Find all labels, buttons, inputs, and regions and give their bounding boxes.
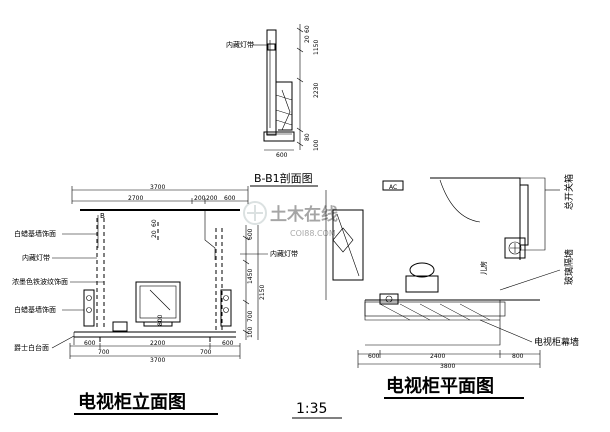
plan-label-2: 玻璃隔墙 [563, 249, 575, 285]
elevation-drawing: 3700 2700 200 200 600 B 600 2200 600 70 [12, 184, 298, 364]
watermark: 土木在线 COI88.COM [243, 201, 338, 238]
plan-room-label: 儿房 [479, 261, 488, 275]
elev-dim-top-2: 200 [194, 195, 206, 202]
plan-label-3: 电视柜幕墙 [534, 336, 579, 348]
elev-dim-bottom-total: 3700 [150, 357, 165, 364]
elev-label-right: 内藏灯带 [270, 249, 298, 258]
section-light-label: 内藏灯带 [226, 40, 254, 49]
section-dim-2: 20 [304, 35, 311, 43]
section-drawing: 内藏灯带 60 20 1150 2230 80 100 600 [226, 24, 320, 159]
elev-dim-right-1: 600 [247, 228, 254, 240]
elev-dim-right-4: 100 [247, 326, 254, 338]
elev-dim-top-1: 2700 [128, 195, 143, 202]
plan-drawing: AC 儿房 总开关箱 玻璃隔墙 电视柜幕墙 600 2400 800 380 [325, 174, 579, 370]
watermark-logo-icon [243, 201, 267, 225]
section-dim-6: 100 [313, 139, 320, 151]
elev-dim-right-2: 1450 [247, 269, 254, 284]
elev-dim-bottom-1: 600 [84, 340, 96, 347]
sofa [332, 209, 364, 281]
watermark-text: 土木在线 [270, 204, 338, 225]
speaker-right [220, 289, 232, 327]
elev-dim-bottom-3: 600 [222, 340, 234, 347]
elev-dim-small-2: 700 [200, 349, 212, 356]
elev-dim-mid-3: 800 [157, 314, 164, 326]
elev-dim-right-total: 2150 [259, 285, 266, 300]
speaker-left [83, 289, 95, 327]
elev-label-1: 白蜡基墙饰面 [14, 229, 56, 238]
plan-ac-label: AC [389, 184, 397, 191]
ac-box [382, 180, 404, 191]
elev-dim-bottom-2: 2200 [150, 340, 165, 347]
watermark-sub: COI88.COM [290, 229, 336, 238]
elev-dim-top-4: 600 [224, 195, 236, 202]
plan-dim-total: 3800 [440, 363, 455, 370]
elev-dim-top-total: 3700 [150, 184, 165, 191]
section-dim-5: 80 [304, 133, 311, 141]
section-dim-4: 2230 [313, 83, 320, 98]
section-title: B-B1剖面图 [254, 171, 313, 185]
plan-title: 电视柜平面图 [386, 375, 494, 397]
plan-dim-1: 600 [368, 353, 380, 360]
section-dim-3: 1150 [313, 40, 320, 55]
section-dim-bottom: 600 [276, 152, 288, 159]
elev-dim-small-1: 700 [98, 349, 110, 356]
elev-label-3: 浓墨色铁波纹饰面 [12, 277, 68, 286]
plan-label-1: 总开关箱 [563, 174, 575, 210]
elev-dim-right-3: 700 [247, 310, 254, 322]
plan-dim-3: 800 [512, 353, 524, 360]
elev-label-4: 白蜡基墙饰面 [14, 305, 56, 314]
plan-dim-2: 2400 [430, 353, 445, 360]
elev-marker: B [100, 212, 105, 220]
scale-label: 1:35 [296, 401, 327, 417]
section-dim-1: 60 [304, 25, 311, 33]
elev-dim-top-3: 200 [206, 195, 218, 202]
elev-label-5: 爵士白台面 [14, 343, 49, 352]
elev-dim-mid-2: 20 [151, 230, 158, 238]
elevation-title: 电视柜立面图 [78, 391, 186, 413]
elev-label-2: 内藏灯带 [22, 253, 50, 262]
elev-dim-mid-1: 60 [151, 219, 158, 227]
